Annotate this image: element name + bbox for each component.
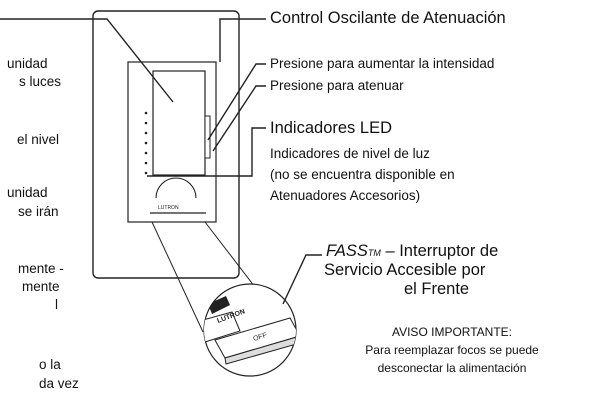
zoom-line-left: [151, 221, 204, 333]
leader-fass: [282, 254, 322, 305]
rocker-paddle: [152, 70, 206, 176]
fass-rest: – Interruptor de: [380, 242, 499, 260]
leader-lines: [0, 18, 322, 305]
notice-line-2: desconectar la alimentación: [377, 361, 527, 375]
led-indicators: [144, 111, 148, 175]
leader-top-left: [0, 18, 174, 103]
led-desc-2: (no se encuentra disponible en: [270, 167, 455, 182]
notice-line-1: Para reemplazar focos se puede: [365, 343, 539, 357]
left-text-7: mente: [22, 279, 60, 294]
fass-label: FASS: [326, 242, 368, 260]
switch-off-label: OFF: [252, 332, 267, 343]
led-desc-1: Indicadores de nivel de luz: [270, 146, 430, 161]
fass-line-3: el Frente: [404, 280, 470, 298]
left-text-2: s luces: [19, 74, 62, 89]
brand-small: LUTRON: [158, 205, 179, 211]
led-heading: Indicadores LED: [270, 119, 392, 137]
title-label: Control Oscilante de Atenuación: [270, 9, 506, 27]
led-desc-3: Atenuadores Accesorios): [270, 188, 421, 203]
leader-led: [147, 127, 266, 177]
fass-line-2: Servicio Accesible por: [324, 261, 486, 279]
left-text-3: el nivel: [17, 132, 60, 147]
leader-press-up: [207, 63, 266, 141]
fass-small-circle: [155, 177, 197, 199]
left-text-9: o la: [39, 357, 61, 372]
fass-tm: TM: [367, 248, 381, 258]
left-text-1: unidad: [7, 56, 48, 71]
notice-heading: AVISO IMPORTANTE:: [391, 325, 513, 339]
press-up-label: Presione para aumentar la intensidad: [270, 56, 495, 71]
left-text-10: da vez: [39, 376, 79, 391]
left-text-8: l: [55, 297, 58, 312]
leader-press-down: [212, 85, 266, 152]
fass-zoom: LUTRON OFF: [203, 283, 297, 377]
left-text-5: se irán: [18, 204, 59, 219]
leader-title: [219, 18, 266, 62]
left-text-4: unidad: [7, 185, 48, 200]
fass-line-1: FASSTM – Interruptor de: [326, 242, 498, 263]
press-down-label: Presione para atenuar: [270, 78, 404, 93]
left-text-6: mente -: [18, 261, 64, 276]
